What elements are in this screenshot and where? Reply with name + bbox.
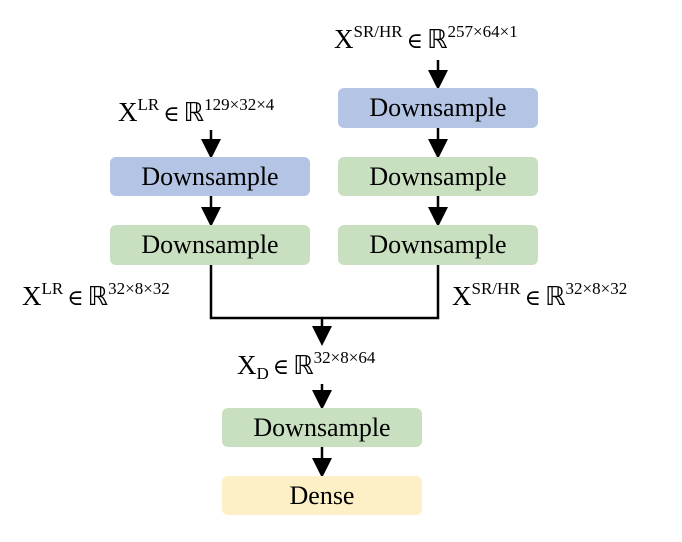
hr-downsample-1-block: Downsample xyxy=(338,88,538,128)
x-lr-input-label: XLR∈ℝ129×32×4 xyxy=(118,95,275,128)
x-lr-mid-label: XLR∈ℝ32×8×32 xyxy=(22,279,170,312)
hr-downsample-2-block: Downsample xyxy=(338,157,538,196)
x-d-label: XD∈ℝ32×8×64 xyxy=(237,348,376,383)
x-sr-hr-mid-label: XSR/HR∈ℝ32×8×32 xyxy=(452,279,628,312)
merge-line xyxy=(209,265,440,320)
lr-downsample-1-block: Downsample xyxy=(110,157,310,196)
merged-downsample-block: Downsample xyxy=(222,408,422,447)
hr-downsample-3-block: Downsample xyxy=(338,225,538,265)
dense-block: Dense xyxy=(222,476,422,515)
lr-downsample-2-block: Downsample xyxy=(110,225,310,265)
x-sr-hr-input-label: XSR/HR∈ℝ257×64×1 xyxy=(334,22,518,55)
